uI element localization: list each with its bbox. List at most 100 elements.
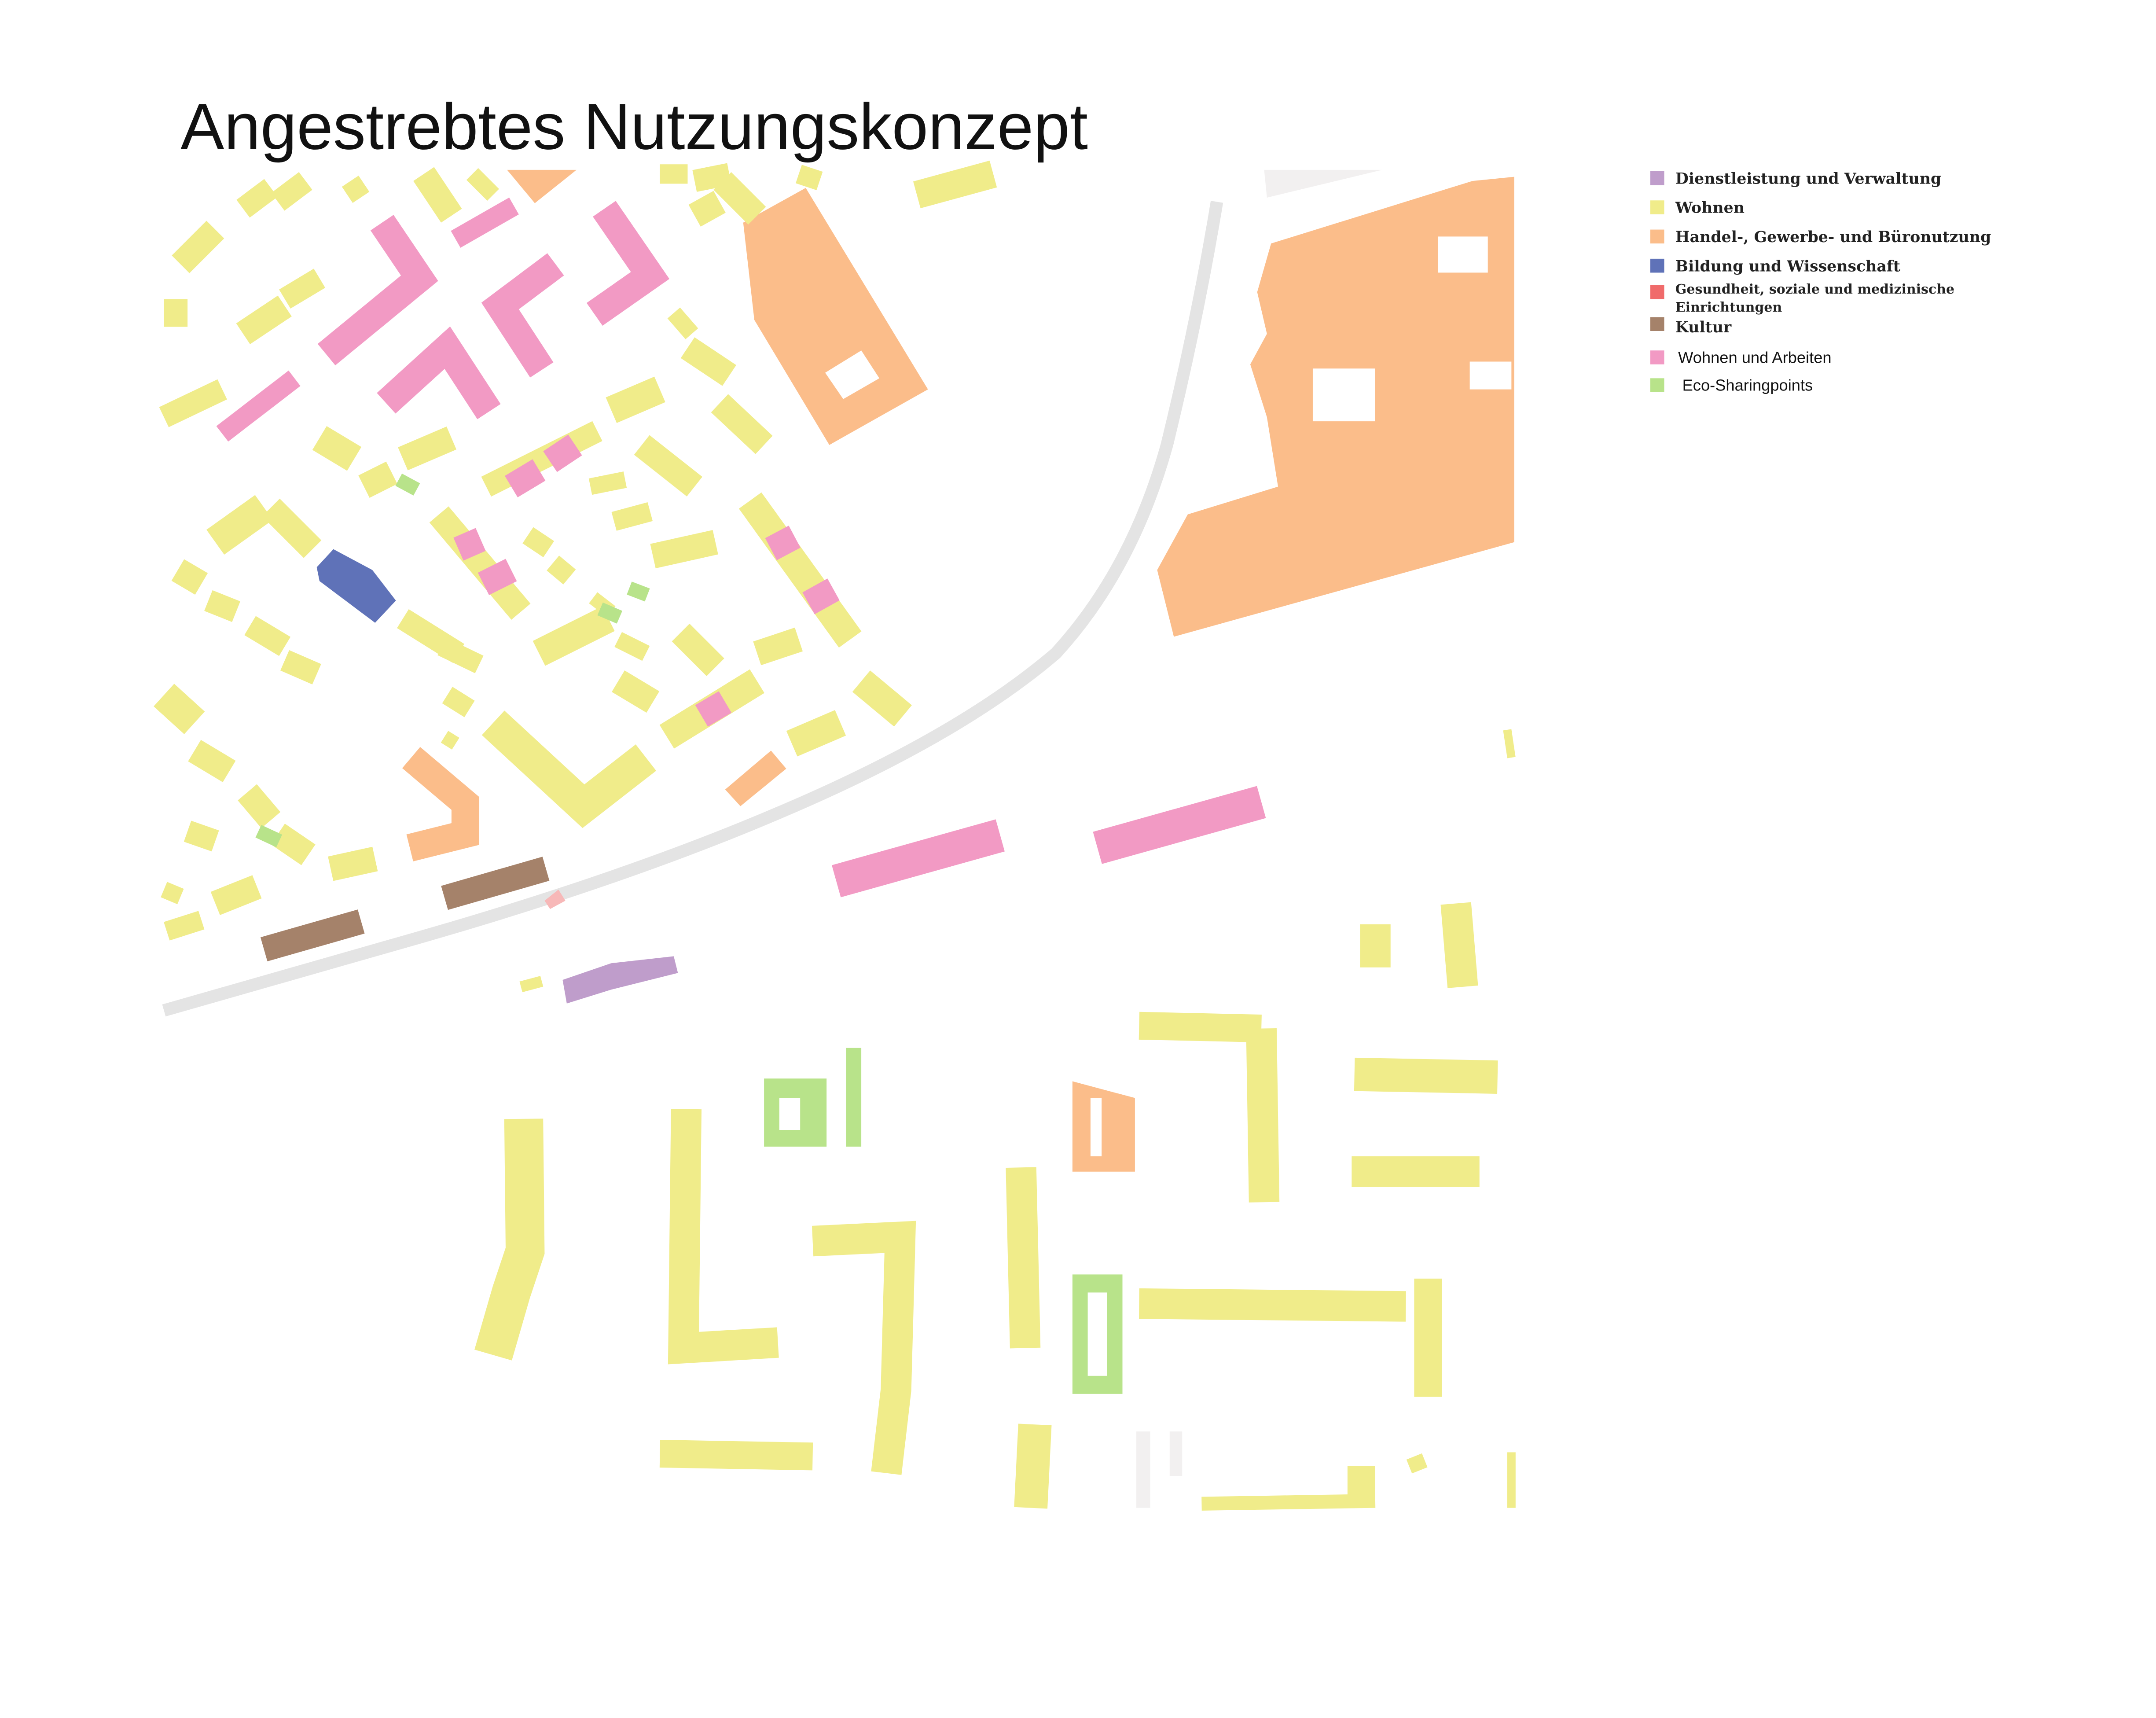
courtyard: [825, 350, 880, 399]
building-residential: [606, 376, 665, 423]
building-residential: [481, 421, 602, 497]
building-residential: [1406, 1453, 1428, 1474]
legend-swatch-bildung: [1650, 258, 1664, 273]
building-residential: [442, 687, 475, 717]
building-education: [316, 549, 396, 623]
legend-swatch-handel: [1650, 229, 1664, 244]
building-residential: [680, 337, 736, 386]
building-commercial: [1072, 1081, 1135, 1172]
building-residential: [1440, 902, 1478, 988]
legend-label-wohnen: Wohnen: [1675, 199, 1745, 217]
building-residential: [238, 784, 281, 828]
legend-swatch-kultur: [1650, 317, 1664, 331]
building-health: [544, 889, 566, 909]
legend-label-kultur: Kultur: [1675, 318, 1732, 336]
building-residential: [210, 875, 262, 915]
building-residential: [262, 498, 322, 558]
building-residential: [441, 731, 459, 750]
building-residential: [184, 820, 219, 852]
map-area: [154, 160, 1516, 1511]
building-live-work: [481, 253, 564, 378]
building-services: [562, 956, 678, 1004]
building-commercial: [743, 188, 928, 445]
building-residential: [159, 379, 227, 427]
building-residential: [279, 269, 326, 309]
building-residential: [738, 492, 862, 648]
building-live-work: [451, 197, 519, 248]
building-residential: [328, 846, 378, 881]
building-residential: [796, 165, 823, 191]
building-residential: [650, 530, 718, 569]
building-residential: [171, 559, 208, 595]
building-culture: [260, 909, 365, 961]
building-residential: [154, 684, 205, 734]
page-title: Angestrebtes Nutzungskonzept: [180, 90, 1088, 163]
legend-label-gesundheit-line2: Einrichtungen: [1675, 300, 1782, 315]
building-residential: [1246, 1028, 1280, 1203]
legend: Dienstleistung und Verwaltung Wohnen Han…: [1650, 169, 1991, 394]
legend-label-handel: Handel-, Gewerbe- und Büronutzung: [1675, 228, 1991, 246]
building-residential: [713, 172, 766, 225]
legend-label-gesundheit: Gesundheit, soziale und medizinische: [1675, 282, 1954, 297]
building-residential: [1139, 1012, 1262, 1043]
building-residential: [913, 160, 997, 209]
courtyard: [1312, 368, 1376, 422]
building-commercial: [507, 169, 577, 203]
building-residential: [204, 590, 240, 622]
legend-swatch-gesundheit: [1650, 285, 1664, 299]
courtyard: [1469, 361, 1512, 390]
building-residential: [236, 179, 278, 218]
building-commercial: [725, 750, 786, 806]
building-residential: [172, 221, 224, 273]
building-residential: [244, 616, 291, 656]
building-live-work: [1093, 786, 1266, 864]
building-residential: [1201, 1494, 1376, 1511]
building-residential: [786, 710, 846, 757]
building-other: [1264, 169, 1382, 198]
legend-swatch-eco: [1650, 378, 1664, 392]
building-live-work: [216, 370, 301, 442]
building-residential: [533, 606, 615, 666]
building-residential: [711, 394, 773, 454]
eco-sharingpoint: [846, 1048, 862, 1147]
building-residential: [342, 176, 370, 203]
building-residential: [1006, 1167, 1041, 1349]
building-residential: [466, 168, 499, 201]
building-residential: [612, 670, 660, 713]
courtyard: [1438, 236, 1488, 273]
building-residential: [659, 1439, 813, 1471]
building-residential: [611, 502, 653, 531]
building-residential: [312, 426, 362, 471]
building-other: [1169, 1431, 1183, 1476]
building-residential: [271, 172, 312, 211]
building-residential: [668, 1109, 779, 1365]
building-residential: [398, 426, 457, 471]
railway-line: [162, 201, 1223, 1017]
building-residential: [164, 911, 205, 941]
courtyard: [779, 1098, 801, 1130]
building-residential: [692, 163, 732, 192]
building-residential: [667, 307, 698, 339]
eco-sharingpoint: [395, 473, 420, 496]
legend-swatch-wohnen-arbeiten: [1650, 350, 1664, 364]
building-residential: [634, 435, 702, 497]
building-residential: [812, 1221, 916, 1475]
building-residential: [188, 739, 236, 782]
building-live-work: [802, 578, 840, 614]
building-residential: [429, 506, 531, 620]
building-other: [1136, 1431, 1150, 1508]
building-live-work: [317, 215, 438, 366]
eco-sharingpoint: [597, 602, 623, 624]
building-residential: [358, 461, 397, 498]
building-live-work: [765, 526, 801, 560]
building-residential: [1139, 1288, 1406, 1322]
building-residential: [206, 495, 273, 555]
eco-sharingpoint: [255, 825, 283, 847]
building-residential: [271, 824, 316, 865]
building-residential: [588, 471, 627, 495]
legend-label-bildung: Bildung und Wissenschaft: [1675, 257, 1900, 275]
legend-swatch-dienstleistung: [1650, 171, 1664, 185]
courtyard: [1090, 1098, 1102, 1157]
